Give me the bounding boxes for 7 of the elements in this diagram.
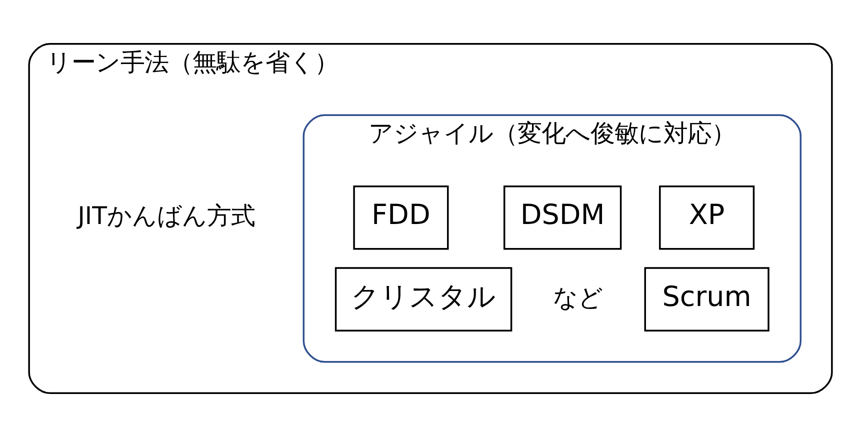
node-box: XP — [659, 184, 755, 250]
label: JITかんばん方式 — [78, 200, 255, 230]
label: など — [553, 282, 604, 312]
node-box: FDD — [353, 184, 449, 250]
node-box: DSDM — [503, 184, 622, 250]
node-box: クリスタル — [334, 266, 512, 331]
node-box: Scrum — [644, 266, 770, 331]
